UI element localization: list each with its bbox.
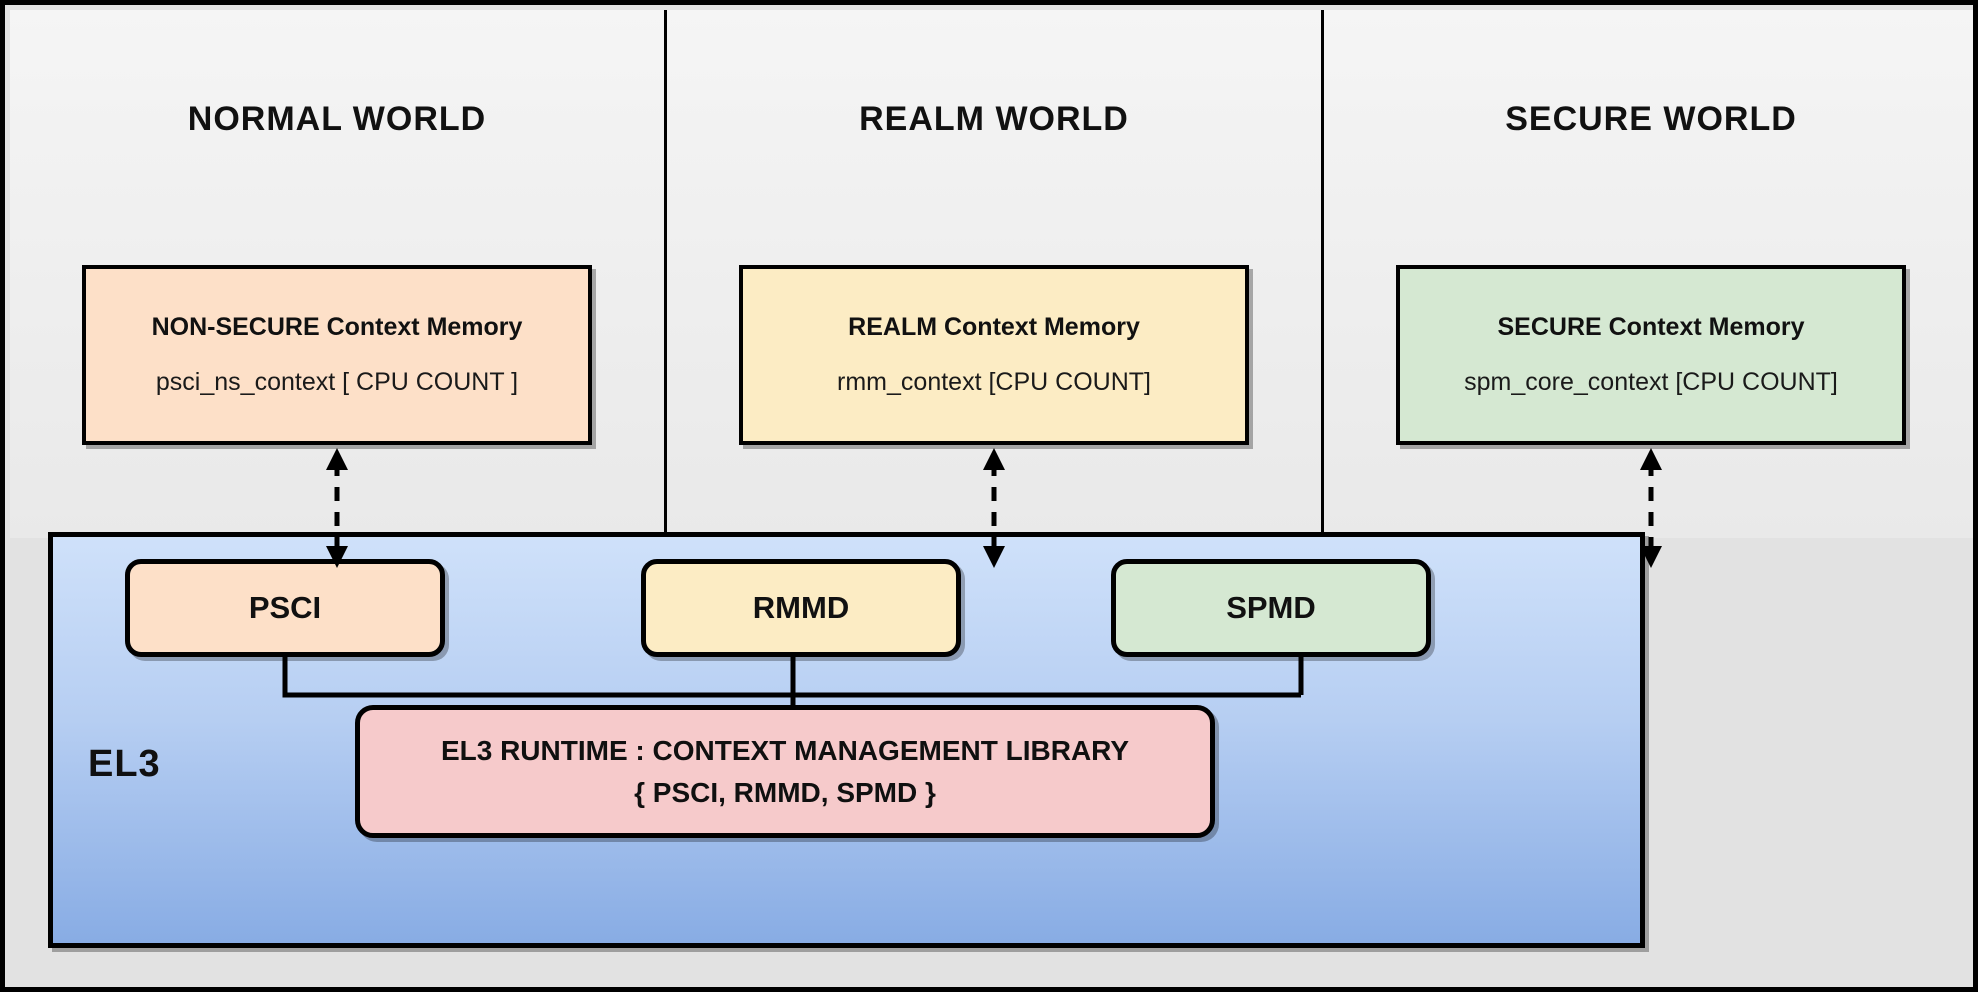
context-memory-box-secure[interactable]: SECURE Context Memory spm_core_context [… [1396,265,1906,445]
el3-runtime-members: { PSCI, RMMD, SPMD } [634,776,936,808]
world-column-normal: NORMAL WORLD NON-SECURE Context Memory p… [10,10,664,568]
dispatcher-rmmd[interactable]: RMMD [641,559,961,657]
world-title-secure: SECURE WORLD [1505,100,1797,138]
world-column-secure: SECURE WORLD SECURE Context Memory spm_c… [1321,10,1973,568]
el3-panel: EL3 PSCI RMMD SPMD EL3 RUNTIME : CONTEXT… [48,532,1645,948]
context-memory-symbol-secure: spm_core_context [CPU COUNT] [1464,368,1838,396]
worlds-band: NORMAL WORLD NON-SECURE Context Memory p… [10,10,1973,568]
context-memory-symbol-non-secure: psci_ns_context [ CPU COUNT ] [155,368,519,396]
dashed-arrow-realm [983,448,1005,568]
dispatcher-spmd[interactable]: SPMD [1111,559,1431,657]
context-memory-title-secure: SECURE Context Memory [1497,313,1805,341]
el3-runtime-title: EL3 RUNTIME : CONTEXT MANAGEMENT LIBRARY [440,734,1130,766]
context-memory-box-non-secure[interactable]: NON-SECURE Context Memory psci_ns_contex… [82,265,592,445]
dashed-arrow-non-secure [326,448,348,568]
world-column-realm: REALM WORLD REALM Context Memory rmm_con… [664,10,1321,568]
el3-runtime-library-box[interactable]: EL3 RUNTIME : CONTEXT MANAGEMENT LIBRARY… [355,705,1215,838]
world-title-normal: NORMAL WORLD [187,100,487,138]
context-memory-box-realm[interactable]: REALM Context Memory rmm_context [CPU CO… [739,265,1249,445]
context-memory-symbol-realm: rmm_context [CPU COUNT] [837,368,1151,396]
world-title-realm: REALM WORLD [859,100,1129,138]
el3-label: EL3 [88,743,161,785]
dispatcher-psci[interactable]: PSCI [125,559,445,657]
context-memory-title-realm: REALM Context Memory [848,313,1140,341]
dashed-arrow-secure [1640,448,1662,568]
context-memory-title-non-secure: NON-SECURE Context Memory [151,313,523,341]
